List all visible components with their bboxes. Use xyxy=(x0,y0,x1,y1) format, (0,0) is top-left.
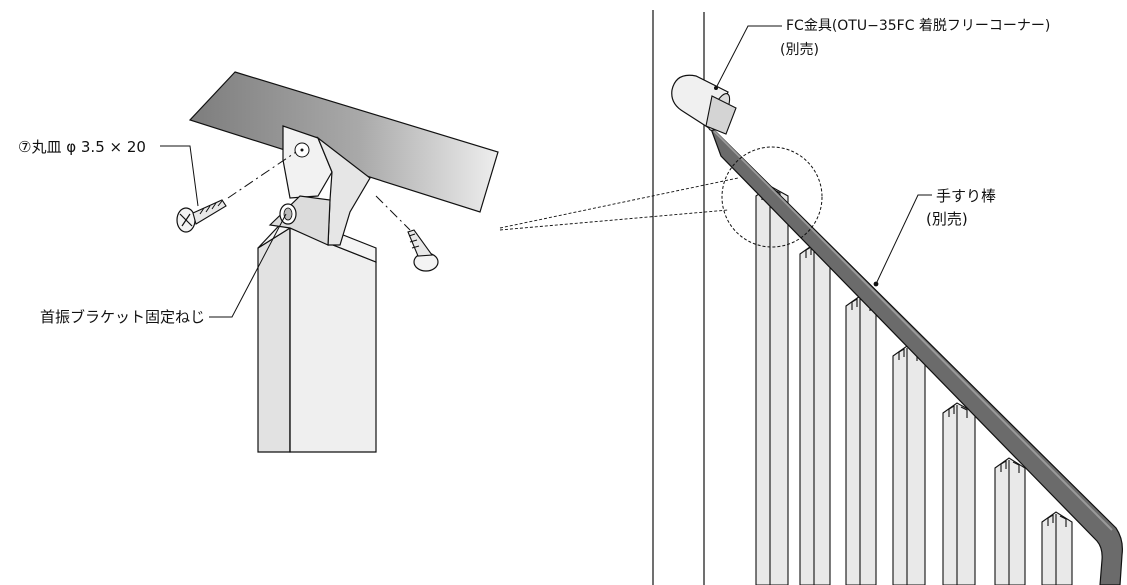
bracket-screw-label: 首振ブラケット固定ねじ xyxy=(40,308,206,326)
baluster xyxy=(892,345,926,585)
baluster xyxy=(942,402,976,585)
callout-connector xyxy=(499,177,739,231)
leader-screw xyxy=(160,145,199,207)
insertion-path-left xyxy=(227,151,297,199)
screw-label: ⑦丸皿 φ 3.5 × 20 xyxy=(18,138,146,156)
leader-rail-bar xyxy=(875,194,932,285)
balusters xyxy=(755,185,1073,585)
detail-callout-circle xyxy=(721,146,823,248)
baluster xyxy=(1041,511,1073,585)
leader-bracket-screw xyxy=(209,213,287,318)
post xyxy=(257,213,377,453)
baluster xyxy=(799,243,831,585)
fc-fitting xyxy=(671,74,737,135)
rail-bar-note: (別売) xyxy=(926,210,968,228)
screw-left xyxy=(176,199,227,233)
insertion-path-right xyxy=(375,195,411,231)
baluster xyxy=(845,295,877,585)
handrail-bar xyxy=(709,125,1123,585)
fc-fitting-label: FC金具(OTU−35FC 着脱フリーコーナー) xyxy=(786,18,1051,34)
screw-right xyxy=(407,229,439,272)
detail-view xyxy=(160,71,499,453)
baluster xyxy=(994,457,1026,585)
leader-fc-fitting xyxy=(715,25,782,89)
rail-bar-label: 手すり棒 xyxy=(936,187,997,205)
fc-fitting-note: (別売) xyxy=(780,42,819,58)
overview-view xyxy=(652,10,1123,585)
swivel-bracket xyxy=(268,125,371,246)
beam xyxy=(188,71,499,213)
